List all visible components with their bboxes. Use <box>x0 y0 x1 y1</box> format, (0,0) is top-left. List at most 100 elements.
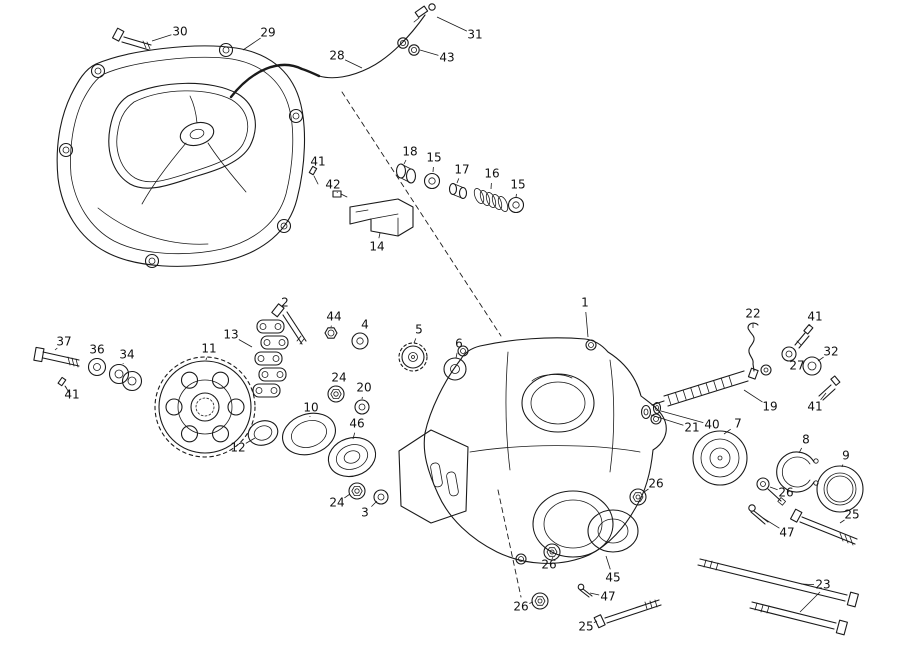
nut-26a <box>629 488 647 506</box>
callout-leader-17 <box>456 178 460 184</box>
fitting-42 <box>332 190 342 198</box>
callout-47: 47 <box>779 526 794 540</box>
chain-13 <box>252 319 289 398</box>
callout-leader-26 <box>529 601 534 604</box>
washer-15a <box>423 172 441 190</box>
callout-15: 15 <box>426 151 441 165</box>
cable-end-fitting <box>414 5 429 18</box>
seal-9 <box>816 465 864 513</box>
callout-31: 31 <box>467 28 482 42</box>
callout-27: 27 <box>789 359 804 373</box>
callout-26: 26 <box>778 486 793 500</box>
callout-14: 14 <box>369 240 384 254</box>
ring-21 <box>640 404 652 420</box>
callout-leader-26 <box>551 556 554 560</box>
callout-leader-15 <box>515 193 517 198</box>
spring-16 <box>473 188 509 212</box>
tensioner-kit <box>308 163 525 237</box>
washer-15b <box>507 196 525 214</box>
bottom-boss-45 <box>532 490 639 558</box>
callout-leader-5 <box>413 338 417 344</box>
nut-24a <box>327 385 345 403</box>
callout-26: 26 <box>541 558 556 572</box>
bolt-2 <box>271 303 307 345</box>
cover-inner-outline <box>70 57 294 255</box>
callout-20: 20 <box>356 381 371 395</box>
callout-30: 30 <box>172 25 187 39</box>
callout-17: 17 <box>454 163 469 177</box>
housing-top-opening-inner <box>530 381 586 425</box>
circlip-8 <box>776 451 819 493</box>
cover-rib-1 <box>141 142 187 205</box>
cable-loop <box>229 63 321 99</box>
callout-26: 26 <box>648 477 663 491</box>
callout-leader-19 <box>743 389 763 403</box>
callout-leader-13 <box>238 339 253 348</box>
flange-slot-2 <box>446 471 459 497</box>
left-gear-cluster <box>33 303 467 505</box>
gear-5 <box>398 342 428 372</box>
callout-leader-46 <box>352 432 356 440</box>
callout-13: 13 <box>223 328 238 342</box>
callout-leader-26 <box>769 486 778 491</box>
callout-leader-1 <box>585 311 589 338</box>
housing-rib-right <box>609 359 615 473</box>
callout-19: 19 <box>762 400 777 414</box>
cover-rib-4 <box>97 207 209 245</box>
callout-41: 41 <box>807 400 822 414</box>
callout-leader-24 <box>344 493 351 499</box>
callout-leader-45 <box>605 555 611 570</box>
cover-hub <box>179 121 215 147</box>
callout-leader-31 <box>436 16 468 32</box>
cable-end-ball <box>428 3 436 11</box>
bearing-7 <box>692 430 748 486</box>
screw-41a-shaft <box>313 175 319 185</box>
alignment-dashed-line <box>341 91 502 337</box>
callout-44: 44 <box>326 310 341 324</box>
right-parts <box>531 322 864 636</box>
callout-leader-41 <box>64 385 67 389</box>
housing-outline <box>423 337 667 564</box>
o-rings-43 <box>397 37 420 56</box>
cover-bolt-tabs <box>58 42 304 269</box>
callout-leader-23 <box>800 583 815 585</box>
cover-cavity-inner <box>116 90 249 183</box>
callout-1: 1 <box>581 296 589 310</box>
housing-rib-left <box>505 351 511 471</box>
callout-25: 25 <box>844 508 859 522</box>
callout-leader-26 <box>643 488 649 493</box>
callout-leader-3 <box>371 500 378 507</box>
cotter-pin-47b <box>577 583 593 598</box>
roller-18 <box>395 163 417 184</box>
callout-29: 29 <box>260 26 275 40</box>
callout-leader-42 <box>336 191 338 194</box>
callout-leader-8 <box>798 447 803 454</box>
callout-41: 41 <box>310 155 325 169</box>
callout-leader-47 <box>762 517 780 529</box>
callout-leader-41 <box>808 324 811 327</box>
callout-6: 6 <box>455 337 463 351</box>
callout-15: 15 <box>510 178 525 192</box>
washer-pair-34 <box>108 363 143 392</box>
callout-10: 10 <box>303 401 318 415</box>
callout-32: 32 <box>823 345 838 359</box>
washer-3 <box>373 489 389 505</box>
bracket-14 <box>349 198 414 237</box>
screw-41a-head <box>308 165 318 176</box>
callout-25: 25 <box>578 620 593 634</box>
callout-leader-29 <box>242 37 261 51</box>
callout-5: 5 <box>415 323 423 337</box>
callout-leader-9 <box>841 464 844 468</box>
cable-upper <box>318 14 426 79</box>
callout-leader-43 <box>419 49 439 56</box>
callout-18: 18 <box>402 145 417 159</box>
callout-leader-14 <box>378 232 381 239</box>
screw-41b <box>794 324 814 349</box>
drive-cable-assembly <box>229 3 502 337</box>
callout-leader-30 <box>151 34 172 42</box>
bolt-23-upper <box>697 558 859 608</box>
callout-23-second-leader <box>799 591 821 613</box>
pivot-26b <box>756 477 786 506</box>
washer-32 <box>802 356 822 376</box>
